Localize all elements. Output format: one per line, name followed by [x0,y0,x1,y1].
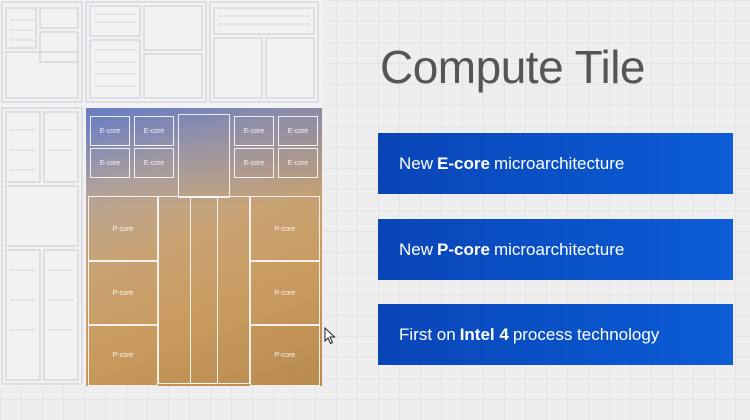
feature-card-process: First on Intel 4 process technology [378,304,733,365]
compute-tile-highlight: E-core E-core E-core E-core E-core E-cor… [86,108,322,386]
die-shot-image: E-core E-core E-core E-core E-core E-cor… [0,0,322,386]
pcore-block: P-core [88,196,158,262]
feature-card-pcore: New P-core microarchitecture [378,219,733,280]
card-text-bold: E-core [437,153,490,173]
card-text-pre: First on [399,324,456,344]
ring-bus [190,196,218,384]
ecore-block: E-core [134,148,174,178]
ecore-block: E-core [234,148,274,178]
ecore-block: E-core [90,148,130,178]
ecore-block: E-core [90,116,130,146]
pcore-block: P-core [88,260,158,326]
die-layout-lines [1,1,319,385]
slide-title: Compute Tile [380,41,646,93]
pcore-block: P-core [88,324,158,386]
mouse-cursor-icon [324,327,336,345]
card-text-post: microarchitecture [493,239,625,259]
card-text-bold: P-core [437,239,490,259]
card-text-post: process technology [512,324,660,344]
ecore-block: E-core [278,148,318,178]
ecore-block: E-core [134,116,174,146]
pcore-block: P-core [250,260,320,326]
card-text-pre: New [399,239,434,259]
card-text-bold: Intel 4 [459,324,509,344]
card-text-post: microarchitecture [493,153,625,173]
ecore-block: E-core [278,116,318,146]
ecore-block: E-core [234,116,274,146]
pcore-block: P-core [250,196,320,262]
card-text-pre: New [399,153,434,173]
feature-card-ecore: New E-core microarchitecture [378,133,733,194]
ring-cache-block [178,114,230,198]
pcore-block: P-core [250,324,320,386]
